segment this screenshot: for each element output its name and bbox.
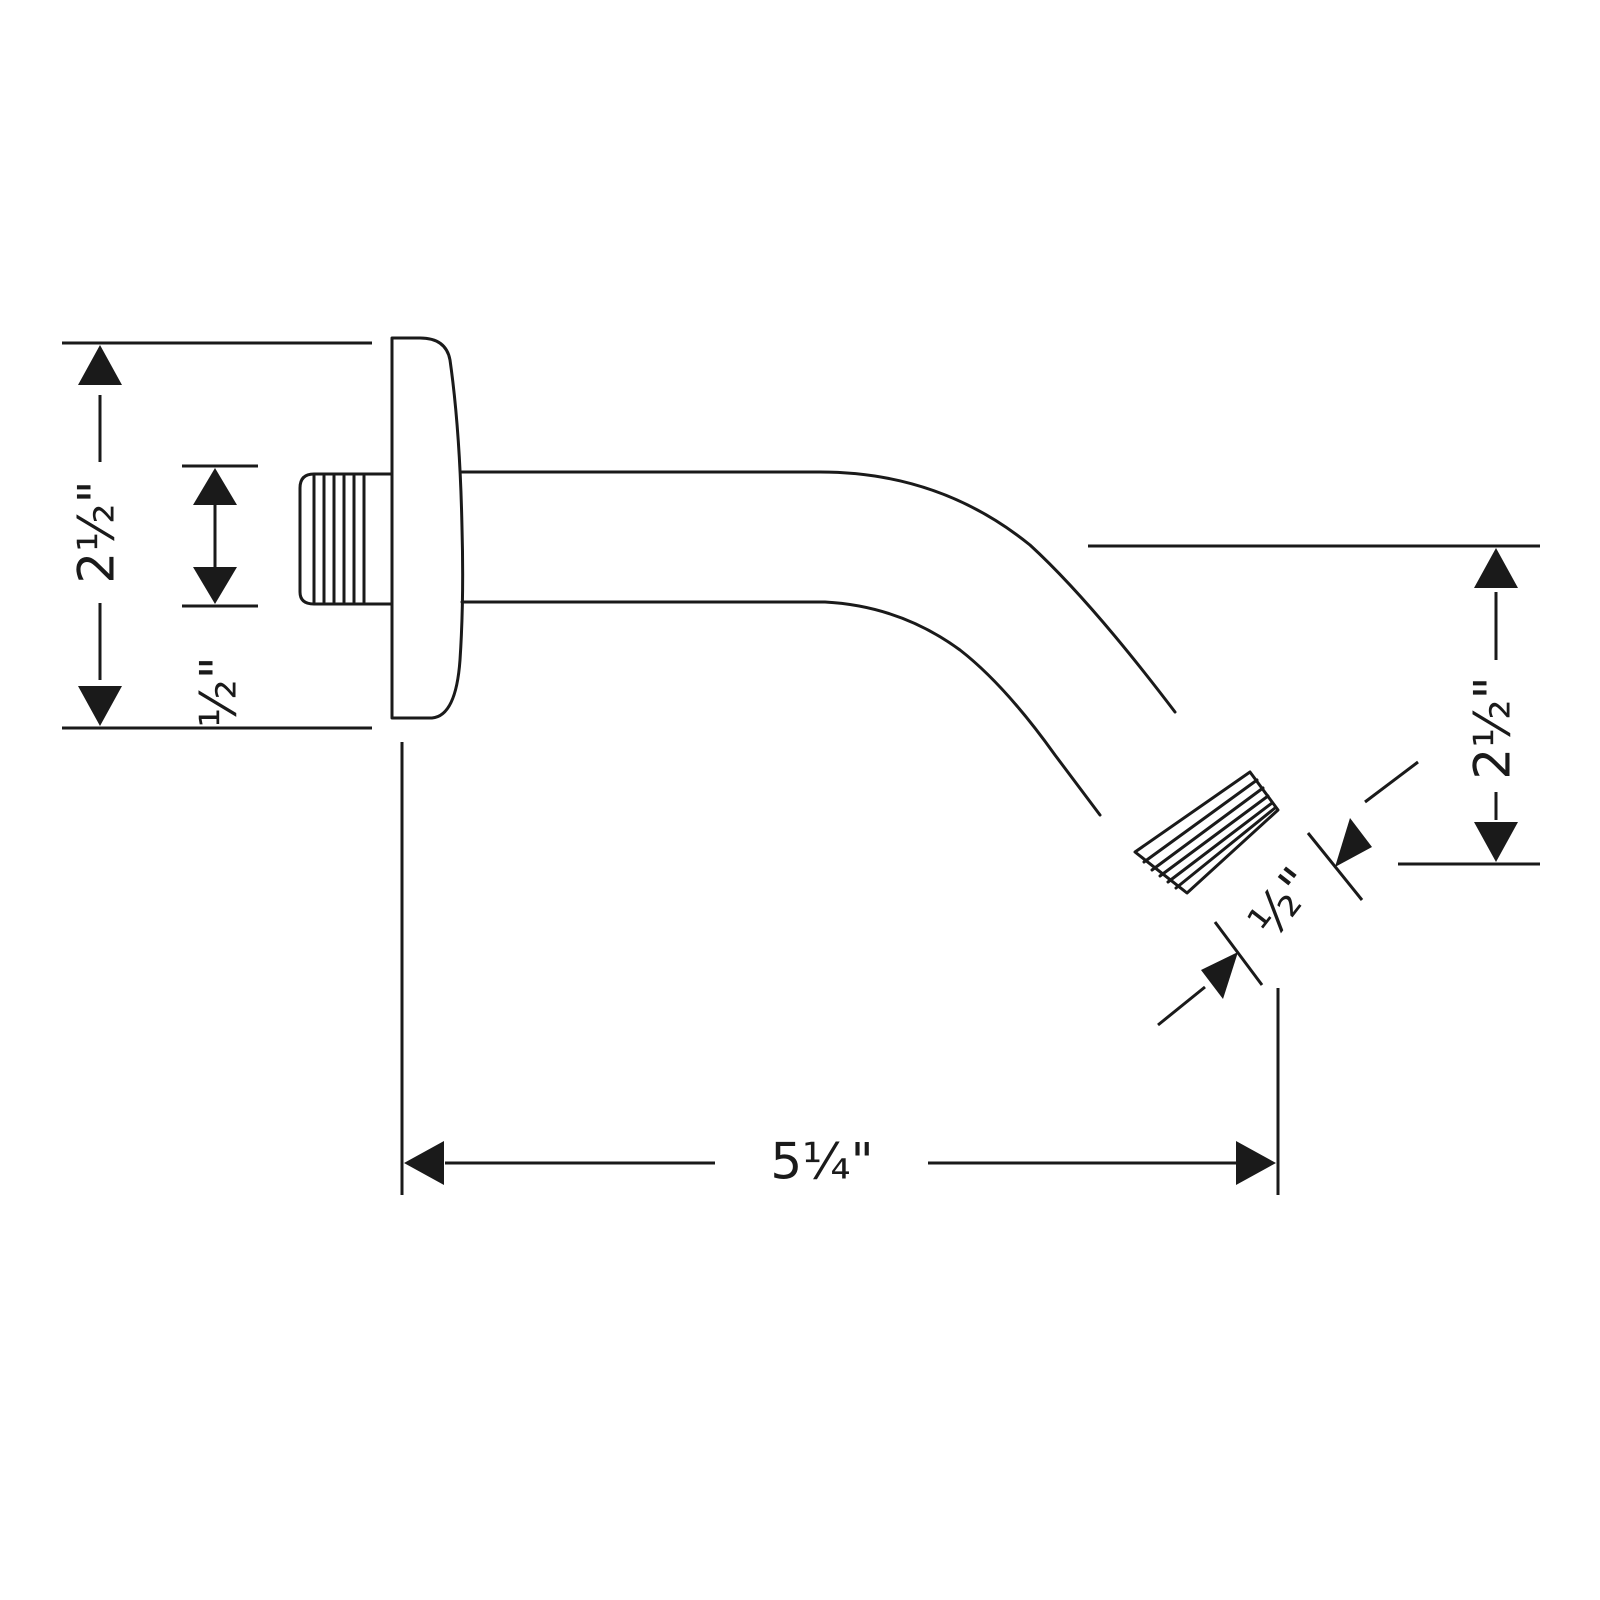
arrowhead-diagonal [1335, 818, 1372, 867]
outlet-thread [1133, 770, 1280, 895]
arrowhead-down [1474, 822, 1518, 862]
label-inlet-thread: ½" [190, 656, 248, 727]
arm-tube-bottom [460, 600, 1102, 817]
arrowhead-down [193, 567, 237, 604]
arrowhead-up [78, 345, 122, 385]
arrowhead-diagonal [1201, 952, 1238, 999]
wall-flange [390, 336, 465, 720]
dimension-reach: 5¼" [400, 742, 1280, 1195]
shower-arm-part [298, 336, 1280, 895]
arrowhead-up [1474, 548, 1518, 588]
label-flange-height: 2½" [68, 480, 126, 583]
label-outlet-thread: ½" [1237, 857, 1327, 949]
dimension-inlet-thread: ½" [182, 464, 258, 728]
arrowhead-left [404, 1141, 444, 1185]
inlet-thread [298, 472, 394, 606]
dimension-flange-height: 2½" [62, 341, 372, 730]
dimension-drop: 2½" [1088, 544, 1540, 866]
arrowhead-up [193, 468, 237, 505]
label-drop: 2½" [1464, 676, 1522, 779]
arrowhead-right [1236, 1141, 1276, 1185]
arrowhead-down [78, 686, 122, 726]
label-reach: 5¼" [770, 1133, 873, 1191]
dimension-outlet-thread: ½" [1157, 760, 1419, 1027]
arm-tube-top [460, 470, 1177, 714]
